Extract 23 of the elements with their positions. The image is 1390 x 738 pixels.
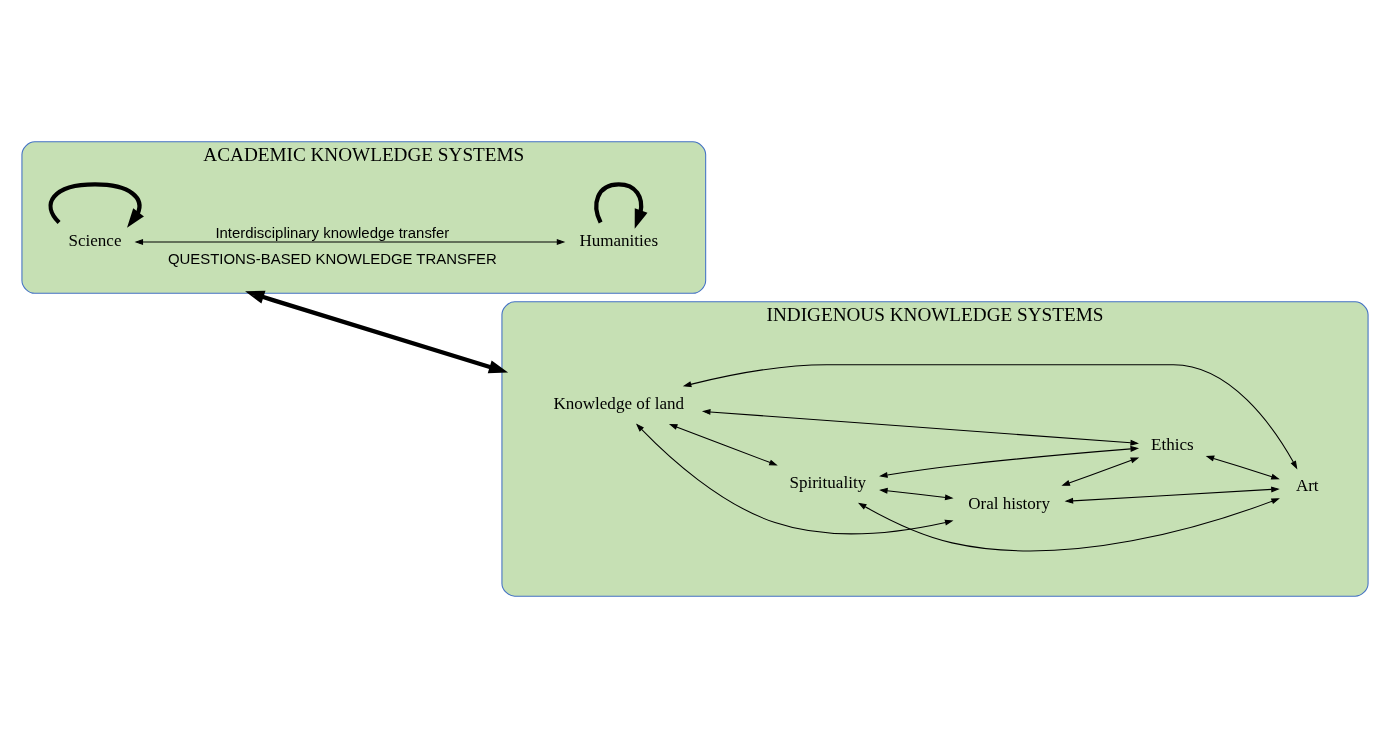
arrow xyxy=(857,498,1280,552)
arrow xyxy=(245,290,509,374)
arrow xyxy=(635,423,954,535)
edge-label: Interdisciplinary knowledge transfer xyxy=(215,224,450,242)
node-text: Humanities xyxy=(579,231,659,251)
arrow xyxy=(134,239,566,246)
arrow xyxy=(682,364,1298,470)
node-text: Knowledge of land xyxy=(553,394,685,414)
arrow xyxy=(1205,455,1280,480)
arrow xyxy=(668,424,778,466)
edge-label: QUESTIONS-BASED KNOWLEDGE TRANSFER xyxy=(167,249,497,267)
arrow xyxy=(879,445,1140,478)
node-text: Science xyxy=(68,231,122,251)
arrow xyxy=(594,182,648,229)
node-text: Art xyxy=(1295,476,1319,496)
arrow xyxy=(1061,457,1140,486)
node-text: Ethics xyxy=(1151,434,1194,454)
node-text: Oral history xyxy=(968,493,1051,513)
arrow xyxy=(48,182,144,228)
node-text: Spirituality xyxy=(789,473,867,493)
arrow xyxy=(701,408,1139,446)
arrow xyxy=(1064,486,1280,504)
arrow xyxy=(879,487,954,501)
